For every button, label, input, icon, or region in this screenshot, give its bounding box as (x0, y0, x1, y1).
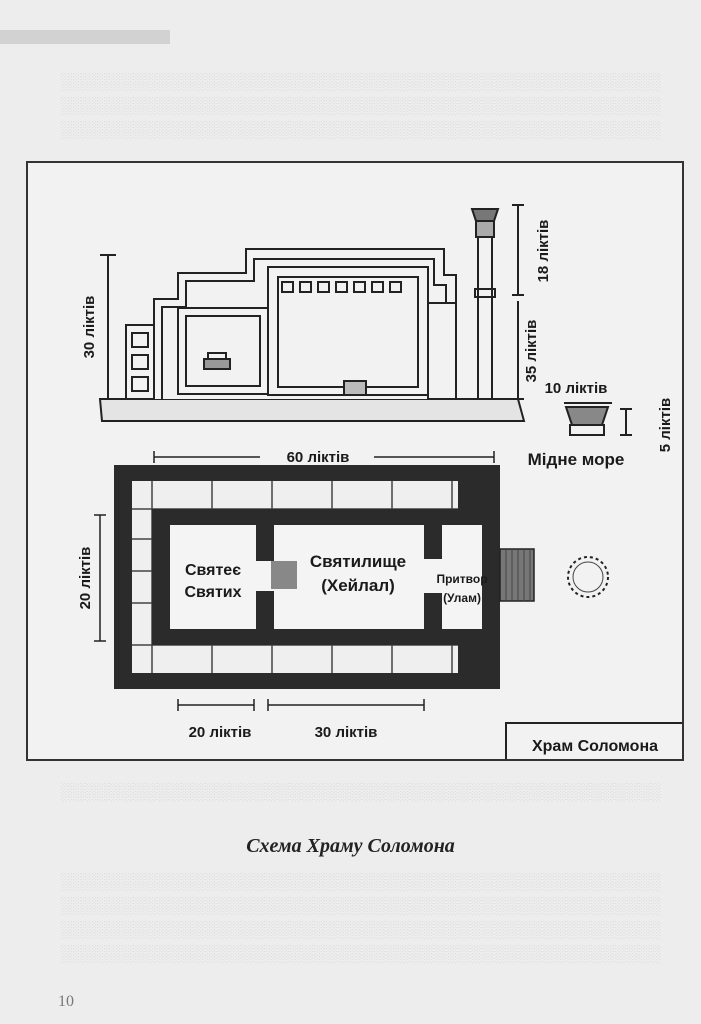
porch-section (427, 302, 457, 400)
bleed-through-line: ░░░░░░░░░░░░░░░░░░░░░░░░░░░░░░░░░░░░░░░░… (60, 96, 661, 115)
bronze-sea-plan-icon (567, 556, 609, 598)
window (281, 281, 294, 293)
porch-room (442, 525, 482, 629)
inner-outline (161, 258, 447, 399)
side-chamber (125, 324, 155, 400)
bleed-through-line: ░░░░░░░░░░░░░░░░░░░░░░░░░░░░░░░░░░░░░░░░… (60, 782, 661, 801)
window (389, 281, 402, 293)
foundation-platform (98, 398, 526, 422)
length-label: 60 ліктів (287, 449, 350, 466)
figure-caption: Схема Храму Соломона (246, 835, 455, 857)
ark-lid-icon (207, 352, 227, 360)
holy-of-holies-room (170, 525, 256, 629)
porch-doorway (422, 559, 444, 593)
diagram-title: Храм Соломона (532, 738, 658, 755)
ark-icon (203, 358, 231, 370)
window (131, 376, 149, 392)
temple-diagram: 30 ліктів 18 ліктів 35 ліктів 10 ліктів … (77, 204, 685, 762)
entrance-steps-icon (499, 548, 535, 602)
bronze-sea-base (569, 424, 605, 436)
page-number: 10 (58, 993, 74, 1010)
stairs-icon (271, 561, 297, 589)
porch-label-1: Притвор (436, 572, 487, 586)
altar-icon (343, 380, 367, 396)
window (131, 354, 149, 370)
sea-width-label: 10 ліктів (545, 380, 608, 397)
window (131, 332, 149, 348)
bronze-sea-icon (564, 406, 610, 426)
diagram-frame: 30 ліктів 18 ліктів 35 ліктів 10 ліктів … (26, 161, 685, 762)
sanctuary-dimension-label: 30 ліктів (315, 724, 378, 741)
bronze-sea-label: Мідне море (528, 450, 625, 469)
bleed-through-line: ░░░░░░░░░░░░░░░░░░░░░░░░░░░░░░░░░░░░░░░░… (60, 944, 661, 963)
pillar-band (474, 288, 496, 298)
holy-of-holies-label-2: Святих (184, 584, 241, 601)
pillar-capital-base (475, 220, 495, 238)
floor-plan (114, 465, 609, 689)
header-stripe (0, 30, 170, 44)
sanctuary-label-1: Святилище (310, 552, 406, 571)
holy-of-holies-label-1: Святеє (185, 562, 241, 579)
bleed-through-line: ░░░░░░░░░░░░░░░░░░░░░░░░░░░░░░░░░░░░░░░░… (60, 896, 661, 915)
height-label: 30 ліктів (81, 296, 98, 359)
window (335, 281, 348, 293)
pillar (477, 236, 493, 400)
bleed-through-line: ░░░░░░░░░░░░░░░░░░░░░░░░░░░░░░░░░░░░░░░░… (60, 872, 661, 891)
window (299, 281, 312, 293)
bleed-through-line: ░░░░░░░░░░░░░░░░░░░░░░░░░░░░░░░░░░░░░░░░… (60, 120, 661, 139)
sea-height-label: 5 ліктів (657, 398, 674, 452)
window (371, 281, 384, 293)
inner-sanctum (185, 315, 261, 387)
side-elevation (98, 204, 632, 436)
pillar-capital-icon (470, 208, 500, 222)
porch-label-2: (Улам) (443, 591, 481, 605)
width-label: 20 ліктів (77, 547, 94, 610)
window (317, 281, 330, 293)
bleed-through-line: ░░░░░░░░░░░░░░░░░░░░░░░░░░░░░░░░░░░░░░░░… (60, 920, 661, 939)
inner-doorway (254, 561, 276, 591)
bleed-through-line: ░░░░░░░░░░░░░░░░░░░░░░░░░░░░░░░░░░░░░░░░… (60, 72, 661, 91)
sanctuary-label-2: (Хейлал) (321, 576, 395, 595)
pillar-upper-label: 18 ліктів (535, 220, 552, 283)
window (353, 281, 366, 293)
holy-dimension-label: 20 ліктів (189, 724, 252, 741)
pillar-lower-label: 35 ліктів (523, 320, 540, 383)
sanctuary-room (274, 525, 424, 629)
